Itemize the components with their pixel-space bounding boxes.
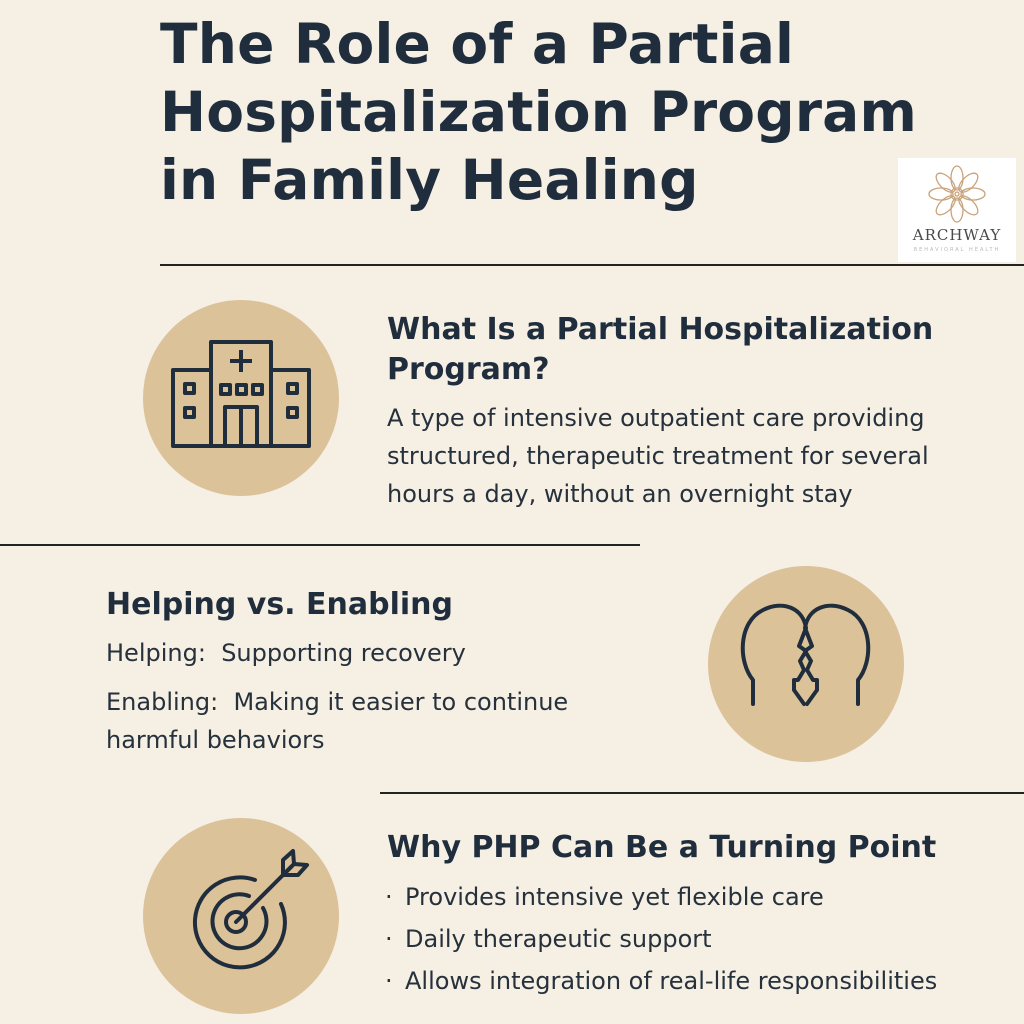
enabling-text: Making it easier to continue harmful beh… bbox=[106, 688, 569, 754]
page-title: The Role of a Partial Hospitalization Pr… bbox=[160, 10, 917, 214]
helping-heading: Helping vs. Enabling bbox=[106, 587, 453, 622]
logo-name: ARCHWAY bbox=[912, 226, 1002, 244]
enabling-label: Enabling: bbox=[106, 688, 219, 716]
turning-heading: Why PHP Can Be a Turning Point bbox=[387, 830, 937, 865]
bullet-text: Allows integration of real-life responsi… bbox=[405, 967, 938, 995]
bullet-item: ·Daily therapeutic support bbox=[385, 925, 712, 953]
php-heading: What Is a Partial Hospitalization Progra… bbox=[387, 312, 934, 387]
bullet-text: Daily therapeutic support bbox=[405, 925, 712, 953]
mandala-icon bbox=[928, 165, 986, 223]
logo-subtitle: BEHAVIORAL HEALTH bbox=[913, 247, 1001, 253]
archway-logo: ARCHWAY BEHAVIORAL HEALTH bbox=[898, 158, 1016, 262]
two-faces-icon-circle bbox=[708, 566, 904, 762]
helping-line: Helping: Supporting recovery bbox=[106, 634, 626, 672]
enabling-line: Enabling: Making it easier to continue h… bbox=[106, 683, 626, 759]
bullet-item: ·Allows integration of real-life respons… bbox=[385, 967, 938, 995]
two-faces-icon bbox=[740, 603, 871, 706]
hospital-icon-circle bbox=[143, 300, 339, 496]
helping-label: Helping: bbox=[106, 639, 206, 667]
helping-text: Supporting recovery bbox=[221, 639, 466, 667]
divider-bottom bbox=[380, 792, 1024, 794]
hospital-icon bbox=[171, 340, 311, 448]
turning-bullets: ·Provides intensive yet flexible care ·D… bbox=[385, 876, 1005, 1002]
target-arrow-icon bbox=[192, 849, 309, 970]
bullet-item: ·Provides intensive yet flexible care bbox=[385, 883, 824, 911]
bullet-text: Provides intensive yet flexible care bbox=[405, 883, 824, 911]
divider-top bbox=[160, 264, 1024, 266]
target-icon-circle bbox=[143, 818, 339, 1014]
title-line-3: in Family Healing bbox=[160, 148, 699, 212]
title-line-1: The Role of a Partial bbox=[160, 12, 795, 76]
php-body: A type of intensive outpatient care prov… bbox=[387, 404, 929, 508]
title-line-2: Hospitalization Program bbox=[160, 80, 917, 144]
divider-middle bbox=[0, 544, 640, 546]
